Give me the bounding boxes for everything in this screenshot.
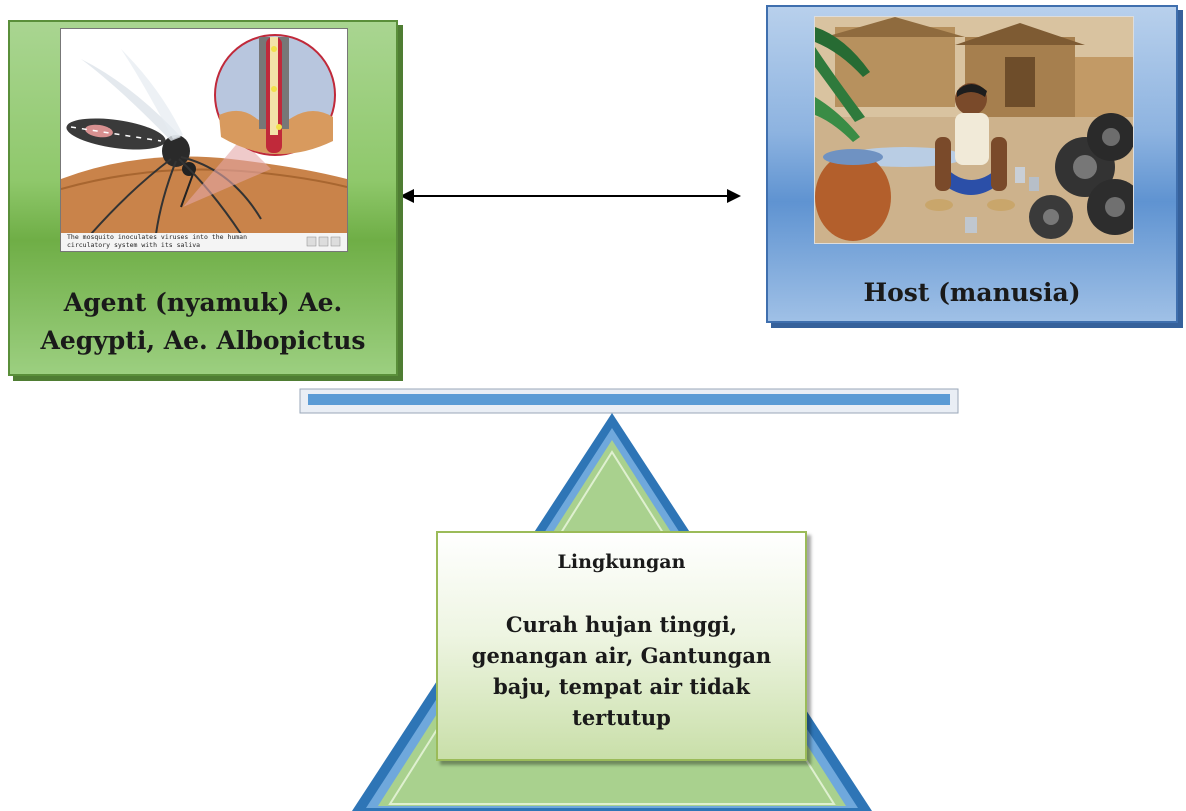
host-illustration xyxy=(814,16,1134,244)
host-label: Host (manusia) xyxy=(863,278,1081,307)
agent-box: The mosquito inoculates viruses into the… xyxy=(8,20,398,376)
mosquito-illustration: The mosquito inoculates viruses into the… xyxy=(60,28,348,252)
host-box: Host (manusia) xyxy=(766,5,1178,323)
environment-box: Lingkungan Curah hujan tinggi, genangan … xyxy=(436,531,807,761)
double-headed-arrow xyxy=(400,189,741,203)
agent-label: Agent (nyamuk) Ae. Aegypti, Ae. Albopict… xyxy=(40,288,366,355)
environment-description: Curah hujan tinggi, genangan air, Gantun… xyxy=(471,612,772,730)
agent-image-caption: The mosquito inoculates viruses into the… xyxy=(67,233,248,249)
environment-title: Lingkungan xyxy=(557,551,686,573)
balance-beam xyxy=(299,388,959,414)
